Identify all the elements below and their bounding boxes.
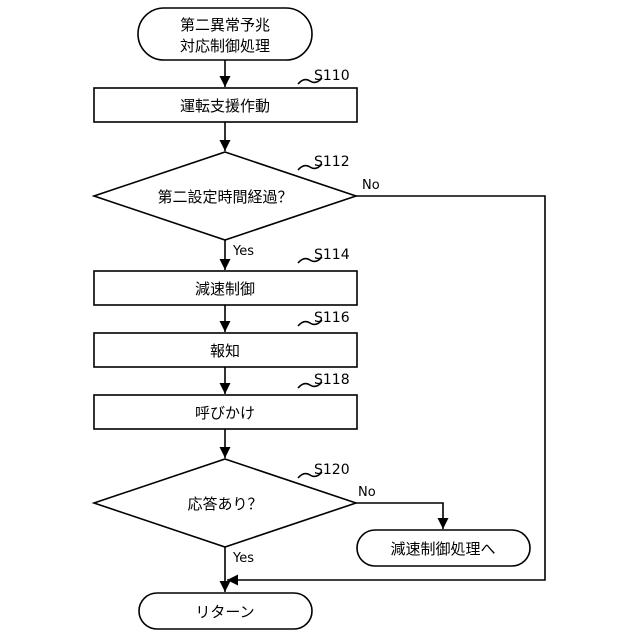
deceleration-process-label: 減速制御処理へ [390, 540, 495, 558]
step-s118-id: S118 [314, 372, 350, 388]
step-s110-label: 運転支援作動 [180, 97, 270, 115]
step-s118-label: 呼びかけ [195, 404, 255, 422]
decision-s120-yes-label: Yes [232, 551, 254, 566]
step-s116-id: S116 [314, 310, 350, 326]
decision-s112-id: S112 [314, 154, 350, 170]
decision-s120-id: S120 [314, 462, 350, 478]
decision-s112-yes-label: Yes [232, 244, 254, 259]
start-label-line2: 対応制御処理 [180, 37, 270, 55]
start-label-line1: 第二異常予兆 [180, 16, 270, 34]
step-s116-label: 報知 [210, 342, 240, 360]
deceleration-process-terminal: 減速制御処理へ [357, 530, 530, 566]
decision-s112-label: 第二設定時間経過？ [157, 188, 292, 206]
start-terminal: 第二異常予兆 対応制御処理 [138, 8, 312, 60]
decision-s120: S120 応答あり？ No Yes [94, 459, 376, 566]
decision-s112-no-label: No [362, 178, 380, 193]
return-terminal: リターン [139, 593, 312, 629]
decision-s112: S112 第二設定時間経過？ No Yes [94, 152, 380, 259]
decision-s120-no-label: No [358, 485, 376, 500]
step-s114-label: 減速制御 [195, 280, 255, 298]
step-s110-id: S110 [314, 68, 350, 84]
return-label: リターン [195, 603, 254, 621]
decision-s120-label: 応答あり？ [187, 495, 262, 513]
step-s114-id: S114 [314, 247, 350, 263]
